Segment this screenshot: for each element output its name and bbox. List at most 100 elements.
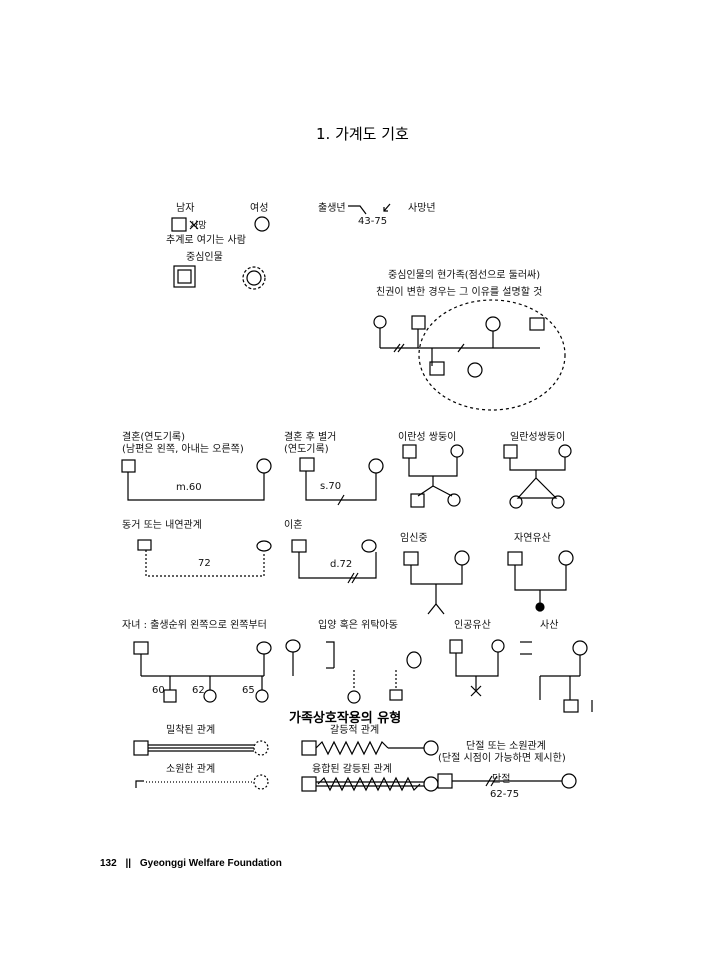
marriage-line (127, 472, 265, 501)
separation-female-icon (368, 458, 384, 474)
identical-child-icon (551, 495, 565, 509)
abortion-female-icon (558, 550, 574, 566)
female-label: 여성 (250, 203, 269, 214)
page-footer: 132 || Gyeonggi Welfare Foundation (100, 858, 282, 869)
stillbirth-label: 사산 (540, 620, 559, 631)
induced-parent-male-icon (449, 639, 463, 654)
twin-branch (432, 485, 453, 497)
page-number: 132 (100, 858, 117, 869)
distant-right-circle-icon (253, 774, 269, 790)
cutoff-slash (490, 775, 498, 787)
marriage-note: (남편은 왼쪽, 아내는 오른쪽) (122, 444, 244, 455)
divorce-date: d.72 (330, 559, 353, 570)
close-left-square-icon (133, 740, 149, 756)
adopted-child-male-icon (389, 689, 403, 701)
male-square-icon (171, 217, 187, 232)
abortion-line (514, 565, 567, 591)
pregnancy-label: 임신중 (400, 533, 428, 544)
separation-label: 결혼 후 별거 (284, 432, 337, 443)
divorce-slash (351, 572, 359, 584)
abortion-male-icon (507, 551, 523, 566)
death-year-label: 사망년 (408, 203, 436, 214)
publisher-name: Gyeonggi Welfare Foundation (139, 858, 282, 869)
index-male-square-icon (177, 269, 192, 284)
child-year-1: 60 (152, 685, 165, 696)
conflict-right-circle-icon (423, 740, 439, 756)
child-year-3: 65 (242, 685, 255, 696)
marriage-male-icon (121, 459, 136, 473)
cohabitation-date: 72 (198, 558, 211, 569)
divorce-label: 이혼 (284, 520, 303, 531)
female-circle-icon (254, 216, 270, 232)
marriage-female-icon (256, 458, 272, 474)
birth-year-label: 출생년 (318, 203, 346, 214)
divorce-male-icon (291, 539, 307, 553)
identical-twin-triangle (516, 477, 558, 499)
pregnancy-triangle (435, 603, 445, 615)
deceased-x-mark (189, 220, 199, 230)
divorce-slash (393, 343, 401, 353)
footer-separator: || (125, 858, 132, 869)
cohabitation-line (145, 550, 265, 577)
interaction-types-heading: 가족상호작용의 유형 (287, 707, 404, 726)
distant-left-bracket (135, 780, 144, 788)
birth-arrow (348, 205, 367, 215)
separation-male-icon (299, 457, 315, 472)
cutoff-right-circle-icon (561, 773, 577, 789)
fraternal-twins-label: 이란성 쌍둥이 (398, 432, 457, 443)
marriage-date: m.60 (176, 482, 202, 493)
pregnancy-male-icon (403, 551, 419, 566)
household-note-line2: 친권이 변한 경우는 그 이유를 설명할 것 (376, 287, 543, 298)
induced-x-mark (470, 685, 482, 697)
household-child-female-icon (467, 362, 483, 378)
twin-parent-line (408, 457, 458, 477)
child-male-icon (163, 689, 177, 703)
death-arrow-head (383, 207, 388, 212)
cohabitation-label: 동거 또는 내연관계 (122, 520, 202, 531)
adopted-child-female-icon (347, 690, 361, 704)
child-female-icon (255, 689, 269, 703)
household-male-icon (411, 315, 426, 330)
separation-slash (457, 343, 465, 353)
children-order-label: 자녀 : 출생순위 왼쪽으로 왼쪽부터 (122, 620, 267, 631)
cutoff-slash (485, 775, 493, 787)
index-female-outer-circle-icon (242, 266, 266, 290)
separation-note: (연도기록) (284, 444, 329, 455)
twin-child-female-icon (447, 493, 461, 507)
twin-parent-female-icon (450, 444, 464, 458)
separation-slash (337, 494, 345, 506)
distant-relationship-label: 소원한 관계 (166, 764, 216, 775)
induced-abortion-label: 인공유산 (454, 620, 491, 631)
adopt-parent-male-bracket (326, 641, 335, 668)
spontaneous-abortion-label: 자연유산 (514, 533, 551, 544)
stillbirth-child-icon (563, 699, 579, 713)
conflict-zigzag-line (315, 740, 389, 756)
deceased-mark-label: 사망 (190, 221, 207, 231)
conflict-left-square-icon (301, 740, 317, 756)
household-female-icon (373, 315, 387, 329)
index-person-label: 중심인물 (186, 252, 223, 263)
child-year-2: 62 (192, 685, 205, 696)
cutoff-note: (단절 시점이 가능하면 제시한) (438, 753, 566, 764)
divorce-line (298, 552, 377, 579)
divorce-female-icon (361, 539, 377, 553)
household-male-icon (529, 317, 545, 331)
marriage-label: 결혼(연도기록) (122, 432, 186, 443)
twin-child-male-icon (410, 493, 425, 508)
adopt-parent-female-icon (285, 639, 301, 653)
index-female-circle-icon (246, 270, 262, 286)
close-relationship-label: 밀착된 관계 (166, 725, 216, 736)
children-parent-female-icon (256, 641, 272, 655)
pregnancy-line (410, 565, 463, 585)
children-parent-male-icon (133, 641, 149, 655)
pregnancy-female-icon (454, 550, 470, 566)
cutoff-short-label: 단절 (492, 774, 511, 785)
fused-left-square-icon (301, 776, 317, 792)
household-child-male-icon (429, 361, 445, 376)
death-arrow (383, 203, 391, 212)
identical-parent-male-icon (503, 444, 518, 459)
induced-parent-female-icon (491, 639, 505, 653)
household-note-line1: 중심인물의 현가족(점선으로 둘러싸) (388, 270, 541, 281)
deceased-note: 추계로 여기는 사람 (166, 235, 246, 246)
